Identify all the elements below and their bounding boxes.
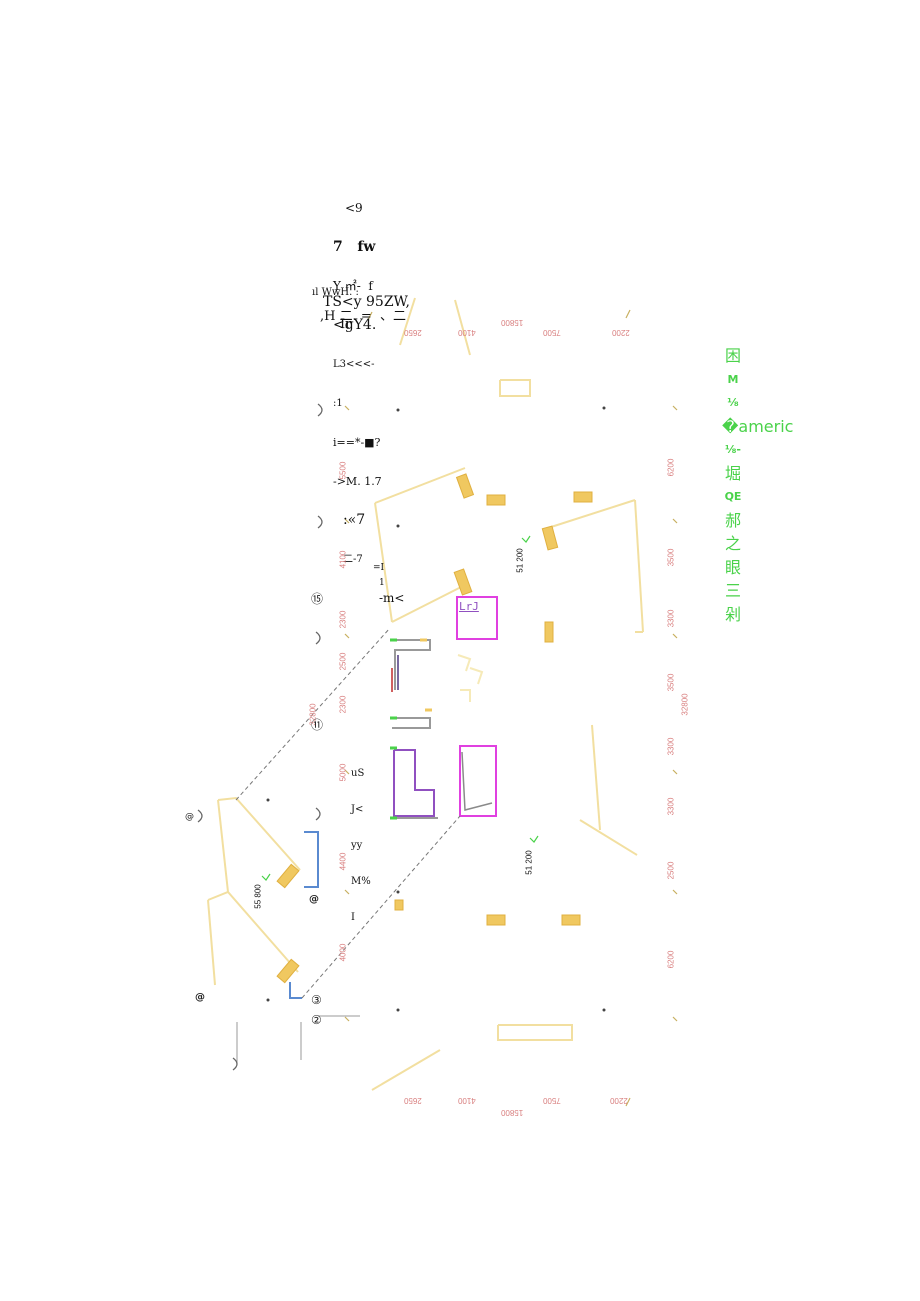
- overall-dim: 51 200: [515, 548, 525, 573]
- green-marks: [261, 535, 539, 881]
- dim-left: 4400: [338, 852, 348, 871]
- gray-angle: [461, 751, 493, 811]
- note-line: uS: [351, 768, 365, 779]
- dim-right: 2500: [666, 861, 676, 880]
- dim-right: 3300: [666, 737, 676, 756]
- dashed-lines: [235, 627, 461, 999]
- title-char: 困: [724, 346, 741, 365]
- dim-left: 2300: [338, 695, 348, 714]
- title-char: M: [727, 372, 739, 386]
- ocr-line: 7 fw: [333, 239, 376, 255]
- dim-right: 6200: [666, 950, 676, 969]
- dim-left: 5500: [338, 461, 348, 480]
- overall-dim: 51 200: [524, 850, 534, 875]
- ocr-line: 二-7: [343, 554, 363, 565]
- dim-top: 2200: [612, 328, 630, 337]
- axis-marker: @: [185, 812, 194, 822]
- axis-marker: ②: [311, 1013, 322, 1027]
- ocr-line: L3<<<-: [333, 359, 375, 370]
- ocr-line: -m<: [379, 591, 405, 605]
- ocr-line: Y ㎡- f: [333, 279, 373, 293]
- side-title: 困 M ⅛ �americ ⅛- 堀 QE 郝 之 眼 三 剁: [722, 344, 794, 626]
- title-char: 堀: [724, 463, 741, 483]
- magenta-rooms: [456, 596, 498, 817]
- title-char: QE: [724, 490, 742, 503]
- axis-marker: ③: [311, 993, 322, 1007]
- title-char: 三: [724, 581, 741, 600]
- title-char: �americ: [722, 416, 794, 436]
- title-char: 之: [724, 534, 741, 553]
- dim-right: 3300: [666, 609, 676, 628]
- axis-marker: @: [309, 894, 319, 905]
- ocr-line: <9: [345, 201, 363, 215]
- dim-left: 4000: [338, 943, 348, 962]
- dim-right: 3500: [666, 673, 676, 692]
- ocr-line: <gY4.: [333, 317, 377, 333]
- dim-top: 4100: [458, 328, 476, 337]
- dim-bottom: 7500: [543, 1096, 561, 1105]
- walls: [207, 297, 644, 1091]
- dim-left: 2300: [338, 610, 348, 629]
- dim-top: 2650: [404, 328, 422, 337]
- dim-right: 6200: [666, 458, 676, 477]
- dim-right: 3500: [666, 548, 676, 567]
- curl-marks: [197, 403, 323, 1071]
- overall-dim: 55 800: [253, 884, 263, 909]
- note-line: M%: [351, 876, 371, 887]
- grid-lines: [236, 1015, 360, 1065]
- dim-bottom: 15800: [501, 1108, 524, 1117]
- inner-mark-a: =I: [373, 563, 385, 573]
- dots: [266, 406, 606, 1012]
- dim-right: 32800: [680, 693, 690, 716]
- axis-marker: @: [195, 992, 205, 1003]
- left-notes: uS J< yy M% I: [351, 744, 371, 936]
- note-line: yy: [351, 840, 363, 851]
- room-label: LrJ: [459, 600, 479, 613]
- ocr-line: :«7: [343, 512, 366, 528]
- note-line: J<: [351, 804, 364, 815]
- center-glyphs: [457, 654, 484, 702]
- title-char: ⅛: [727, 396, 739, 409]
- green-ticks: [390, 638, 432, 820]
- dim-bottom: 4100: [458, 1096, 476, 1105]
- tick-marks: [344, 309, 678, 1107]
- dim-bottom: 2200: [610, 1096, 628, 1105]
- dim-top: 7500: [543, 328, 561, 337]
- ocr-block: <9 7 fw Y ㎡- f <gY4. L3<<<- :1 i==*-■? -…: [333, 176, 405, 618]
- ocr-line-15: Ir: [340, 317, 352, 332]
- dim-left: 4100: [338, 550, 348, 569]
- ocr-line-13: TS<y 95ZW,: [323, 294, 410, 310]
- ocr-line: i==*-■?: [333, 436, 381, 449]
- ocr-line-12: ıl WwH. :: [312, 287, 359, 298]
- title-char: 剁: [724, 604, 741, 624]
- title-char: 眼: [724, 557, 741, 577]
- dim-right: 3300: [666, 797, 676, 816]
- ocr-line: :1: [333, 398, 343, 409]
- note-line: I: [351, 912, 355, 923]
- axis-marker: ⑮: [311, 592, 324, 606]
- axis-marker: ⑪: [311, 718, 324, 732]
- inner-mark-b: 1: [379, 578, 385, 588]
- title-char: ⅛-: [725, 443, 741, 456]
- title-char: 郝: [724, 510, 741, 530]
- ocr-line-14: ,H 二. = 、二: [320, 309, 407, 324]
- furniture-blocks: [276, 473, 593, 984]
- dim-left: 2500: [338, 652, 348, 671]
- ocr-line: ->M. 1.7: [333, 475, 382, 488]
- dim-bottom: 2650: [404, 1096, 422, 1105]
- core-units: [391, 639, 438, 819]
- blue-brackets: [289, 831, 319, 999]
- dim-left: 5000: [338, 763, 348, 782]
- dim-top: 15800: [501, 318, 524, 327]
